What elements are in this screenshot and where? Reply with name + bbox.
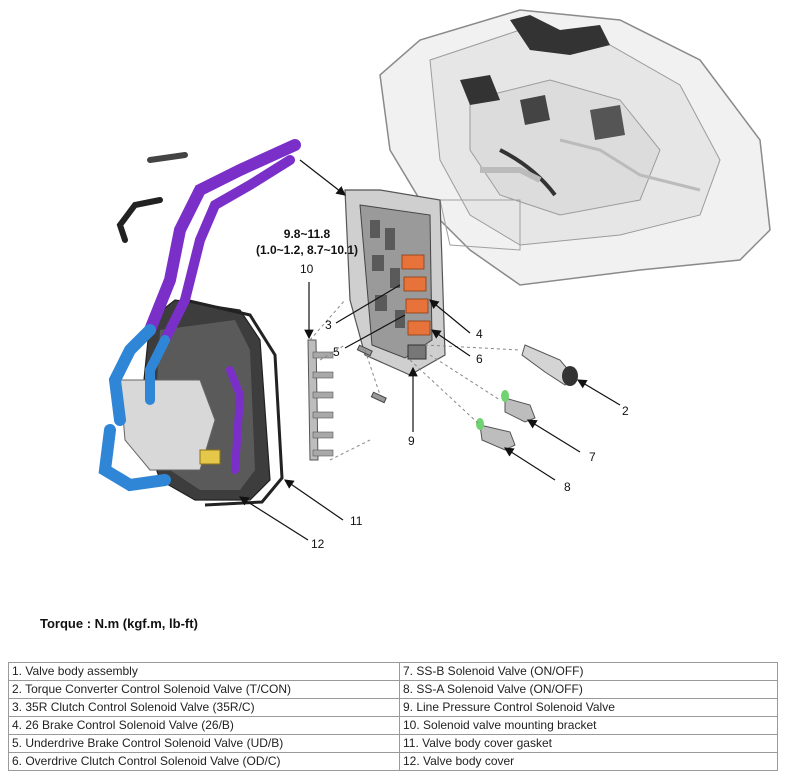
callout-2: 2 xyxy=(622,404,629,418)
table-row: 3. 35R Clutch Control Solenoid Valve (35… xyxy=(8,698,778,717)
leader-lines xyxy=(238,159,621,541)
legend-item: 3. 35R Clutch Control Solenoid Valve (35… xyxy=(8,698,400,717)
callout-9: 9 xyxy=(408,434,415,448)
solenoid-mounting-bracket xyxy=(307,339,334,461)
table-row: 2. Torque Converter Control Solenoid Val… xyxy=(8,680,778,699)
callout-7: 7 xyxy=(589,450,596,464)
callout-10: 10 xyxy=(300,262,314,276)
coolant-hoses xyxy=(98,139,301,492)
torque-units-caption: Torque : N.m (kgf.m, lb-ft) xyxy=(40,616,198,631)
torque-spec-units: (1.0~1.2, 8.7~10.1) xyxy=(255,243,359,257)
valve-body-assembly xyxy=(344,189,446,376)
legend-item: 10. Solenoid valve mounting bracket xyxy=(399,716,778,735)
legend-item: 6. Overdrive Clutch Control Solenoid Val… xyxy=(8,752,400,771)
transmission-housing xyxy=(379,9,771,286)
solenoid-valve-2 xyxy=(521,344,578,386)
table-row: 1. Valve body assembly 7. SS-B Solenoid … xyxy=(8,662,778,681)
callout-6: 6 xyxy=(476,352,483,366)
diagram-artwork xyxy=(98,9,771,541)
exploded-view-diagram: 9.8~11.8 (1.0~1.2, 8.7~10.1) 2 3 4 5 6 7… xyxy=(98,9,771,551)
legend-item: 5. Underdrive Brake Control Solenoid Val… xyxy=(8,734,400,753)
callout-8: 8 xyxy=(564,480,571,494)
table-row: 5. Underdrive Brake Control Solenoid Val… xyxy=(8,734,778,753)
legend-item: 2. Torque Converter Control Solenoid Val… xyxy=(8,680,400,699)
torque-spec-value: 9.8~11.8 xyxy=(283,227,331,241)
valve-body-cover-gasket xyxy=(184,298,284,507)
legend-item: 1. Valve body assembly xyxy=(8,662,400,681)
legend-item: 11. Valve body cover gasket xyxy=(399,734,778,753)
solenoid-valve-8 xyxy=(476,418,516,451)
legend-item: 12. Valve body cover xyxy=(399,752,778,771)
solenoid-valve-7 xyxy=(501,390,536,423)
parts-legend-table: 1. Valve body assembly 7. SS-B Solenoid … xyxy=(8,662,778,771)
torque-spec-label: 9.8~11.8 (1.0~1.2, 8.7~10.1) xyxy=(212,226,402,258)
legend-item: 9. Line Pressure Control Solenoid Valve xyxy=(399,698,778,717)
callout-5: 5 xyxy=(333,345,340,359)
callout-4: 4 xyxy=(476,327,483,341)
callout-12: 12 xyxy=(311,537,325,551)
table-row: 4. 26 Brake Control Solenoid Valve (26/B… xyxy=(8,716,778,735)
legend-item: 4. 26 Brake Control Solenoid Valve (26/B… xyxy=(8,716,400,735)
callout-3: 3 xyxy=(325,318,332,332)
legend-item: 8. SS-A Solenoid Valve (ON/OFF) xyxy=(399,680,778,699)
legend-item: 7. SS-B Solenoid Valve (ON/OFF) xyxy=(399,662,778,681)
alignment-guide-lines xyxy=(309,299,521,461)
callout-11: 11 xyxy=(350,514,363,528)
table-row: 6. Overdrive Clutch Control Solenoid Val… xyxy=(8,752,778,771)
